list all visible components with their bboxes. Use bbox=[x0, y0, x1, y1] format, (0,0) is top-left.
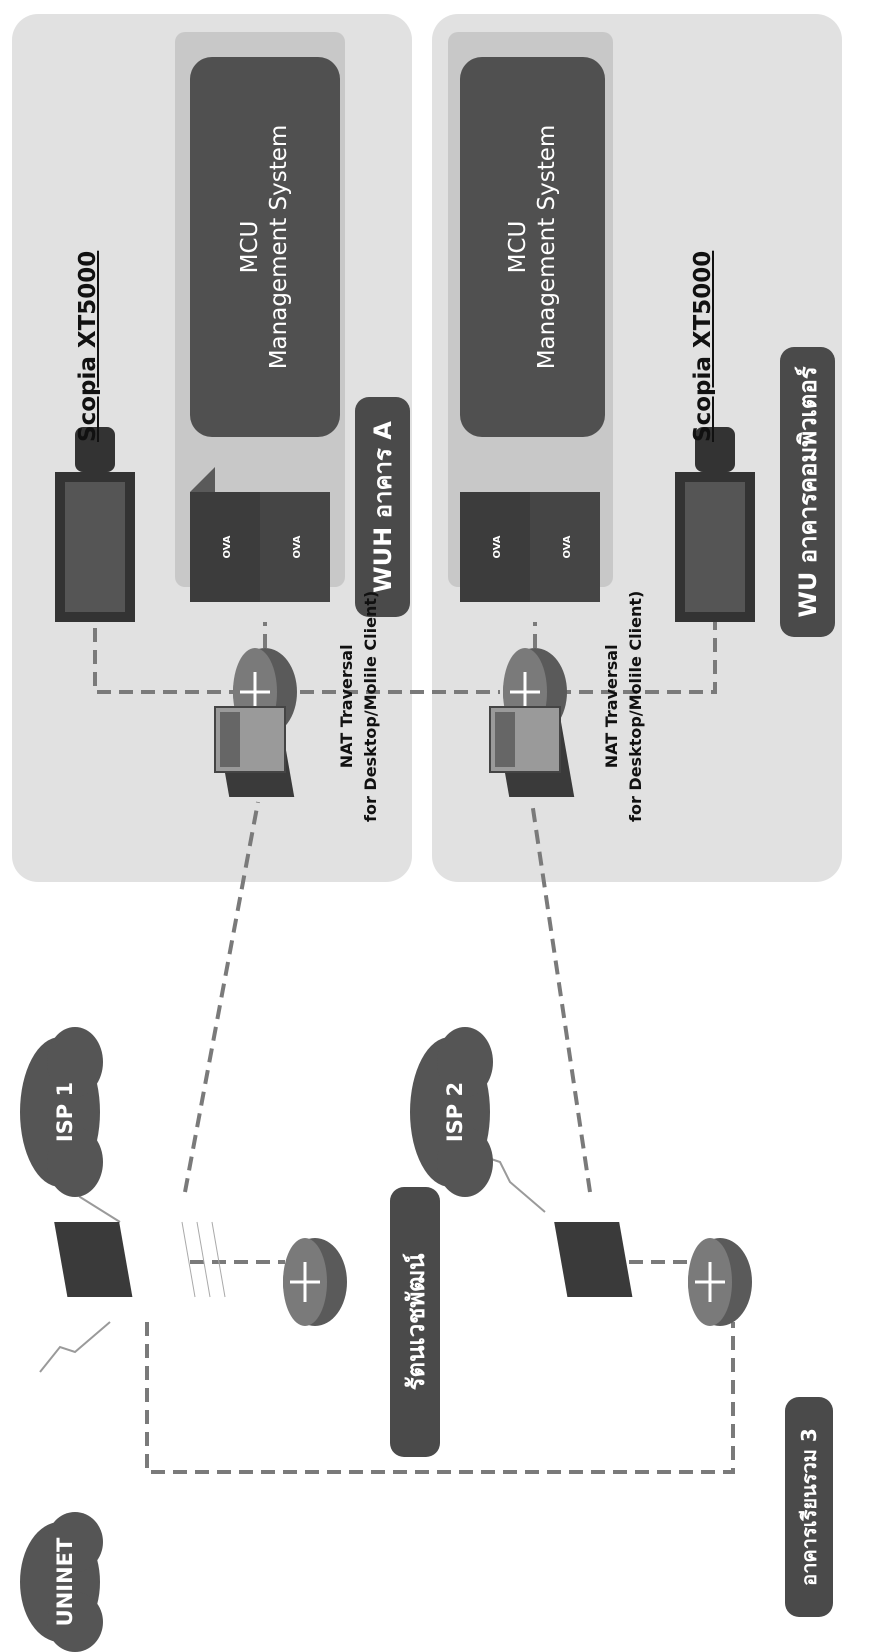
link-remote-loop bbox=[145, 1322, 735, 1474]
ova-label: OVA bbox=[562, 535, 573, 558]
cloud-label-isp2: ISP 2 bbox=[443, 1081, 467, 1143]
scopia-label-a: Scopia XT5000 bbox=[75, 250, 101, 442]
nat-line1: NAT Traversal bbox=[602, 644, 621, 769]
scopia-label-b: Scopia XT5000 bbox=[690, 250, 716, 442]
ova-server-icon-b1: OVA bbox=[460, 492, 530, 602]
nat-line2: for Desktop/Molile Client) bbox=[361, 590, 380, 822]
nat-line2: for Desktop/Molile Client) bbox=[626, 590, 645, 822]
remote-site-label-1: รัตนเวชพัฒน์ bbox=[390, 1187, 440, 1457]
ova-label: OVA bbox=[222, 535, 233, 558]
router-icon-remote2 bbox=[688, 1238, 752, 1326]
ova-label: OVA bbox=[292, 535, 303, 558]
server-icon-siteB bbox=[489, 706, 561, 773]
remote-site-label-2: อาคารเรียนรวม 3 bbox=[785, 1397, 833, 1617]
cloud-icon-uninet bbox=[20, 1512, 103, 1652]
cloud-label-uninet: UNINET bbox=[53, 1537, 77, 1627]
building-label-a: WUH อาคาร A bbox=[355, 397, 410, 617]
mcu-line2: Management System bbox=[533, 124, 560, 370]
mcu-line1: MCU bbox=[237, 220, 264, 274]
ova-server-icon-a1: OVA bbox=[190, 467, 260, 602]
mcu-line1: MCU bbox=[504, 220, 531, 274]
mcu-box-a: MCU Management System bbox=[190, 57, 340, 437]
scopia-device-icon-siteA bbox=[55, 427, 135, 622]
firewall-icon-remote2 bbox=[554, 1222, 633, 1297]
nat-label-b: NAT Traversal for Desktop/Molile Client) bbox=[600, 591, 648, 822]
link-routerB-scopiaB bbox=[535, 622, 717, 694]
link-routerA-scopiaA bbox=[93, 622, 265, 694]
cloud-icon-isp2 bbox=[410, 1027, 493, 1197]
nat-label-a: NAT Traversal for Desktop/Molile Client) bbox=[335, 591, 383, 822]
server-icon-siteA bbox=[214, 706, 286, 773]
scopia-device-icon-siteB bbox=[675, 427, 755, 622]
firewall-icon-remote1 bbox=[54, 1221, 226, 1298]
building-label-b: WU อาคารคอมพิวเตอร์ bbox=[780, 347, 835, 637]
link-fw1-fwA bbox=[183, 801, 260, 1193]
cloud-icon-isp1 bbox=[20, 1027, 103, 1197]
ova-server-icon-a2: OVA bbox=[260, 492, 330, 602]
mcu-box-b: MCU Management System bbox=[460, 57, 605, 437]
link-fw2-fwB bbox=[530, 801, 592, 1193]
wireless-uninet bbox=[39, 1321, 111, 1373]
router-icon-remote1 bbox=[283, 1238, 347, 1326]
mcu-line2: Management System bbox=[266, 124, 292, 370]
ova-label: OVA bbox=[492, 535, 503, 558]
ova-server-icon-b2: OVA bbox=[530, 492, 600, 602]
cloud-label-isp1: ISP 1 bbox=[53, 1081, 77, 1143]
nat-line1: NAT Traversal bbox=[337, 644, 356, 769]
